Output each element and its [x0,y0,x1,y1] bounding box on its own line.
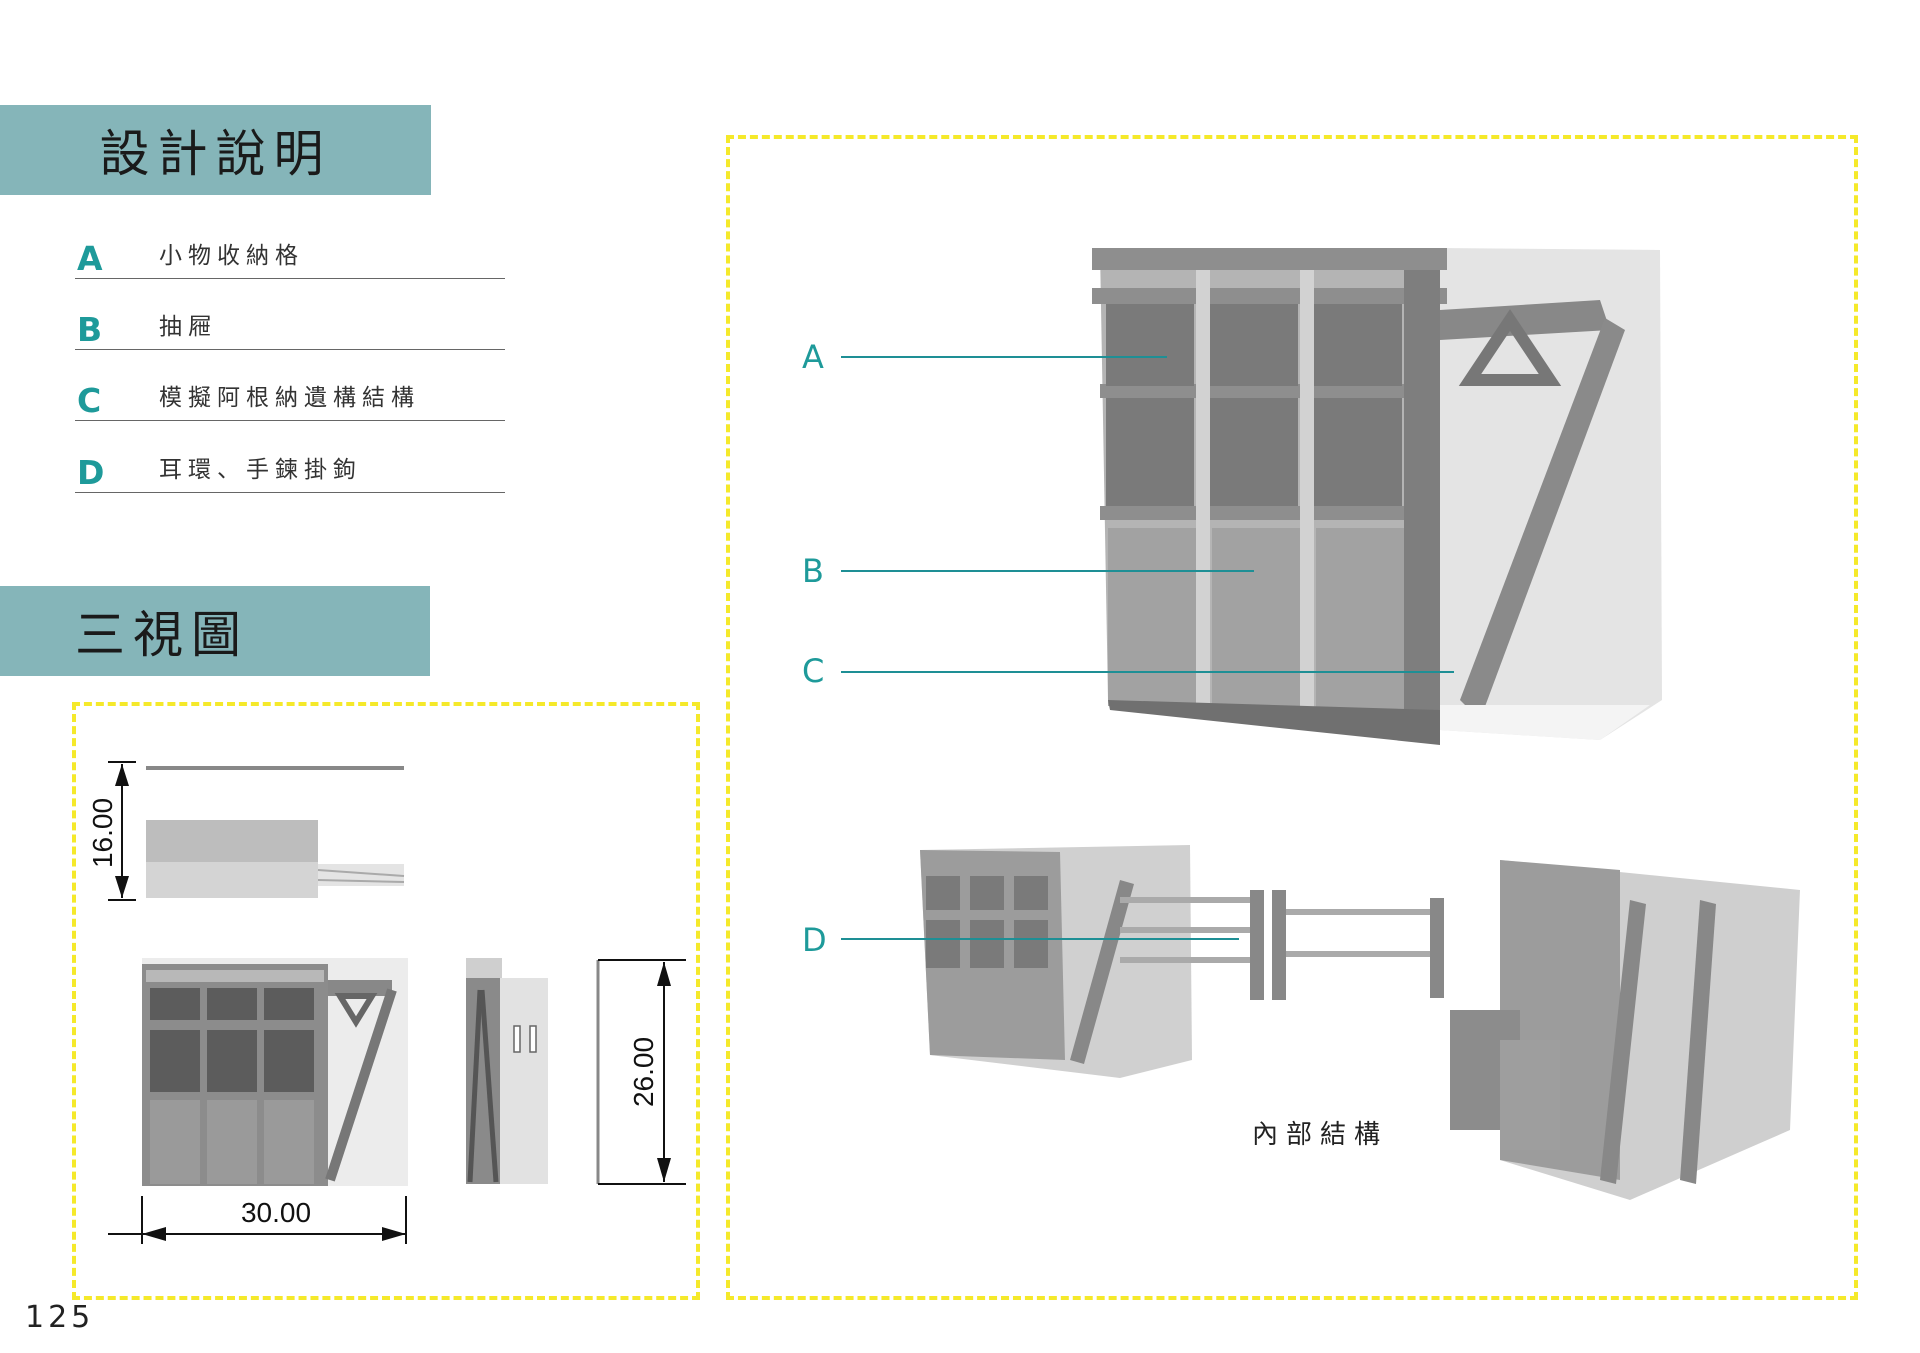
legend-item-d: D 耳環、手鍊掛鉤 [75,442,505,493]
depth-dimension: 16.00 [87,798,118,868]
callout-c: C [802,652,825,690]
legend-item-c: C 模擬阿根納遺構結構 [75,370,505,421]
design-description-header: 設計說明 [0,105,431,195]
callout-b-line [841,570,1254,572]
top-view [108,761,405,901]
callout-d-line [841,938,1239,940]
design-description-title: 設計說明 [99,125,332,183]
legend-text: 抽屜 [159,314,217,340]
three-views-header: 三視圖 [0,586,430,676]
model-render-frame [726,135,1858,1300]
callout-c-line [841,671,1454,673]
legend-text: 耳環、手鍊掛鉤 [159,457,362,483]
legend-letter: C [77,381,102,420]
internal-structure-caption: 內部結構 [1252,1120,1389,1150]
callout-d: D [802,921,827,959]
legend-text: 小物收納格 [159,243,304,269]
legend-item-b: B 抽屜 [75,299,505,350]
legend-letter: B [77,310,103,349]
legend-text: 模擬阿根納遺構結構 [159,385,420,411]
legend-item-a: A 小物收納格 [75,228,505,279]
side-view [466,958,686,1185]
callout-a-line [841,356,1167,358]
three-views-frame [72,702,700,1300]
width-dimension: 30.00 [241,1197,311,1228]
callout-a: A [802,338,824,376]
three-views-title: 三視圖 [75,606,249,664]
legend-letter: A [77,239,103,278]
height-dimension: 26.00 [628,1037,659,1107]
legend-letter: D [77,453,105,492]
callout-b: B [802,552,824,590]
page-number: 125 [25,1300,95,1335]
front-view [108,958,408,1244]
